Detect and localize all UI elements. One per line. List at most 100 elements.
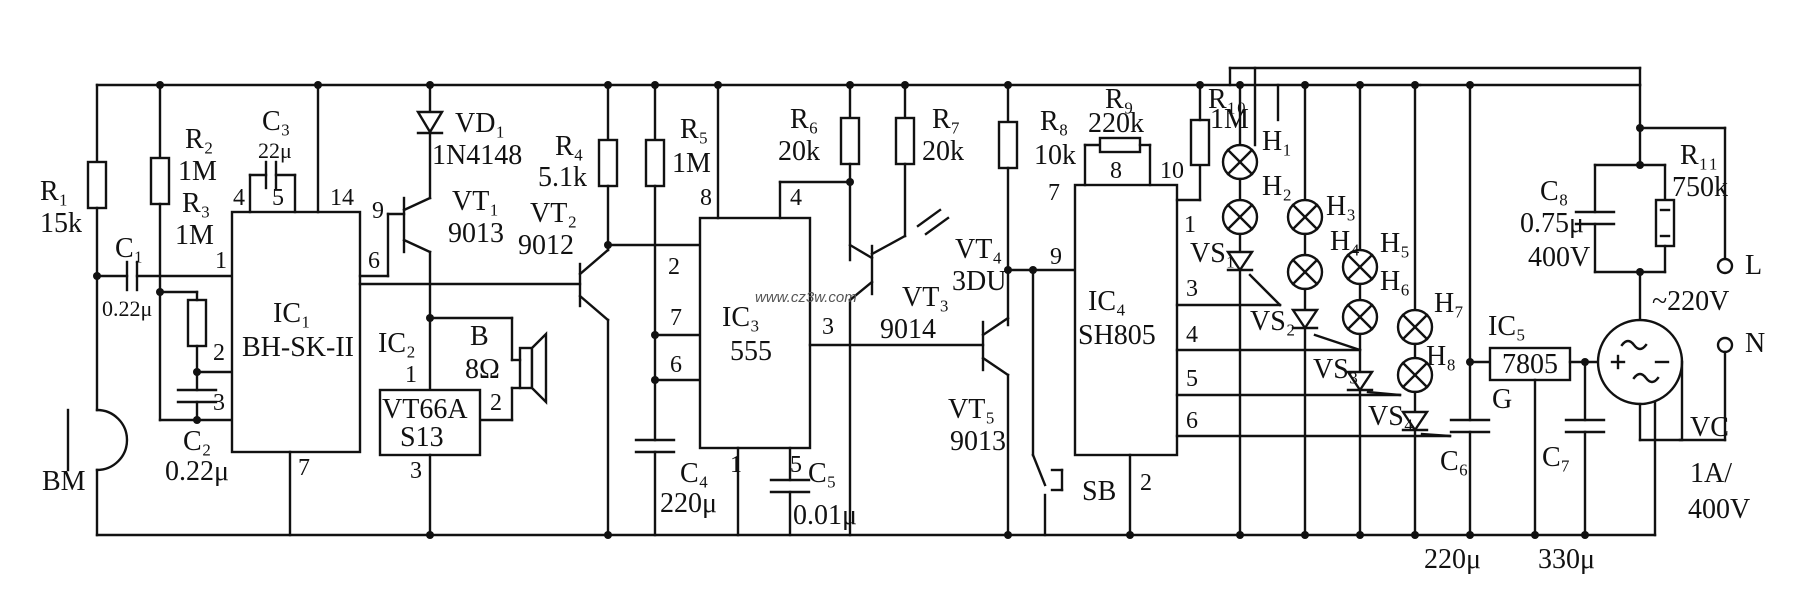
r9-label: R₉: [1105, 84, 1133, 115]
vt5-sb: [981, 81, 1077, 539]
c1-label: C₁: [115, 233, 143, 264]
vc-rating: 1A/: [1690, 458, 1732, 489]
ic4-pin8: 8: [1110, 158, 1122, 184]
vd1-vt1-ic2: [378, 81, 548, 539]
r6-value: 20k: [778, 136, 820, 167]
speaker-label: B: [470, 321, 489, 352]
speaker-value: 8Ω: [465, 354, 500, 385]
ic3-model: 555: [730, 336, 772, 367]
r5-value: 1M: [672, 148, 711, 179]
r2-r3-c2: [149, 81, 234, 424]
vs1-label: VS₁: [1190, 238, 1236, 269]
r2-label: R₂: [185, 124, 213, 155]
r3-value: 1M: [175, 220, 214, 251]
h1-label: H₁: [1262, 126, 1292, 157]
vt4-label: VT₄: [955, 234, 1002, 265]
ic1-pin7: 7: [298, 455, 310, 481]
vs2-label: VS₂: [1250, 306, 1296, 337]
vd1-label: VD₁: [455, 108, 505, 139]
ic3-pin1: 1: [730, 452, 742, 478]
ic4-section: [1073, 81, 1452, 539]
ac-voltage: ~220V: [1652, 286, 1729, 317]
bm-label: BM: [42, 466, 86, 497]
vd1-model: 1N4148: [432, 140, 522, 171]
ic4-pin6: 6: [1186, 408, 1198, 434]
ic1-pin3: 3: [213, 390, 225, 416]
terminal-n: N: [1745, 328, 1765, 359]
r1-value: 15k: [40, 208, 82, 239]
ic3-section: [634, 81, 985, 537]
h3-label: H₃: [1326, 191, 1356, 222]
ic2-label: IC₂: [378, 328, 416, 359]
ic3-pin2: 2: [668, 254, 680, 280]
ic4-label: IC₄: [1088, 286, 1126, 317]
c4-label: C₄: [680, 458, 708, 489]
c2-label: C₂: [183, 426, 211, 457]
ic1-pin14: 14: [330, 185, 354, 211]
microphone-bm: [66, 408, 129, 472]
h8-label: H₈: [1426, 341, 1456, 372]
c8-value: 0.75μ: [1520, 208, 1584, 239]
r11-label: R₁₁: [1680, 140, 1718, 171]
terminal-l: L: [1745, 250, 1762, 281]
h5-label: H₅: [1380, 228, 1410, 259]
ic1-pin1: 1: [215, 248, 227, 274]
ic2-model-a: VT66A: [382, 394, 468, 425]
ic3-pin8: 8: [700, 185, 712, 211]
c6-value: 220μ: [1424, 544, 1481, 575]
c2-value: 0.22μ: [165, 456, 229, 487]
ic4-pin4: 4: [1186, 322, 1198, 348]
r1-label: R₁: [40, 176, 68, 207]
vt3-label: VT₃: [902, 282, 949, 313]
vt5-model: 9013: [950, 426, 1006, 457]
ic1-label: IC₁: [273, 298, 311, 329]
ic3-pin3: 3: [822, 314, 834, 340]
r5-label: R₅: [680, 114, 708, 145]
ic3-pin7: 7: [670, 305, 682, 331]
vc-voltage: 400V: [1688, 494, 1750, 525]
vs4-label: VS₄: [1368, 401, 1414, 432]
c5-label: C₅: [808, 458, 836, 489]
ic3-pin5: 5: [790, 452, 802, 478]
ic4-pin3: 3: [1186, 276, 1198, 302]
c4-value: 220μ: [660, 488, 717, 519]
vc-label: VC: [1690, 412, 1729, 443]
rails: [95, 66, 1657, 537]
r4-label: R₄: [555, 131, 583, 162]
ic2-pin3: 3: [410, 458, 422, 484]
vt2-r4: [578, 81, 702, 539]
vt1-pin9: 9: [372, 198, 384, 224]
r2-value: 1M: [178, 156, 217, 187]
vt2-label: VT₂: [530, 198, 577, 229]
ic5-pin-g: G: [1492, 384, 1512, 415]
r4-value: 5.1k: [538, 162, 587, 193]
lamp-array: [1221, 66, 1452, 539]
ic3-pin6: 6: [670, 352, 682, 378]
r6-label: R₆: [790, 104, 818, 135]
ic2-pin1: 1: [405, 362, 417, 388]
vt5-label: VT₅: [948, 394, 995, 425]
c6-label: C₆: [1440, 446, 1468, 477]
power-input: [1574, 124, 1734, 442]
ic1-pin6: 6: [368, 248, 380, 274]
vt4-model: 3DU: [952, 266, 1006, 297]
h6-label: H₆: [1380, 266, 1410, 297]
ic3-label: IC₃: [722, 302, 760, 333]
vt1-label: VT₁: [452, 186, 499, 217]
ic1-pin4: 4: [233, 185, 245, 211]
h7-label: H₇: [1434, 288, 1464, 319]
vt2-model: 9012: [518, 230, 574, 261]
c3-value: 22μ: [258, 138, 292, 163]
ic3-pin4: 4: [790, 185, 802, 211]
r9-value: 220k: [1088, 108, 1144, 139]
ic1-pin2: 2: [213, 340, 225, 366]
ic5-model: 7805: [1502, 349, 1558, 380]
regulator-section: [1449, 81, 1622, 539]
ic2-model-b: S13: [400, 422, 444, 453]
r11-value: 750k: [1672, 172, 1728, 203]
ic2-pin2: 2: [490, 390, 502, 416]
vt3-vt4: [839, 81, 950, 537]
c3-label: C₃: [262, 106, 290, 137]
